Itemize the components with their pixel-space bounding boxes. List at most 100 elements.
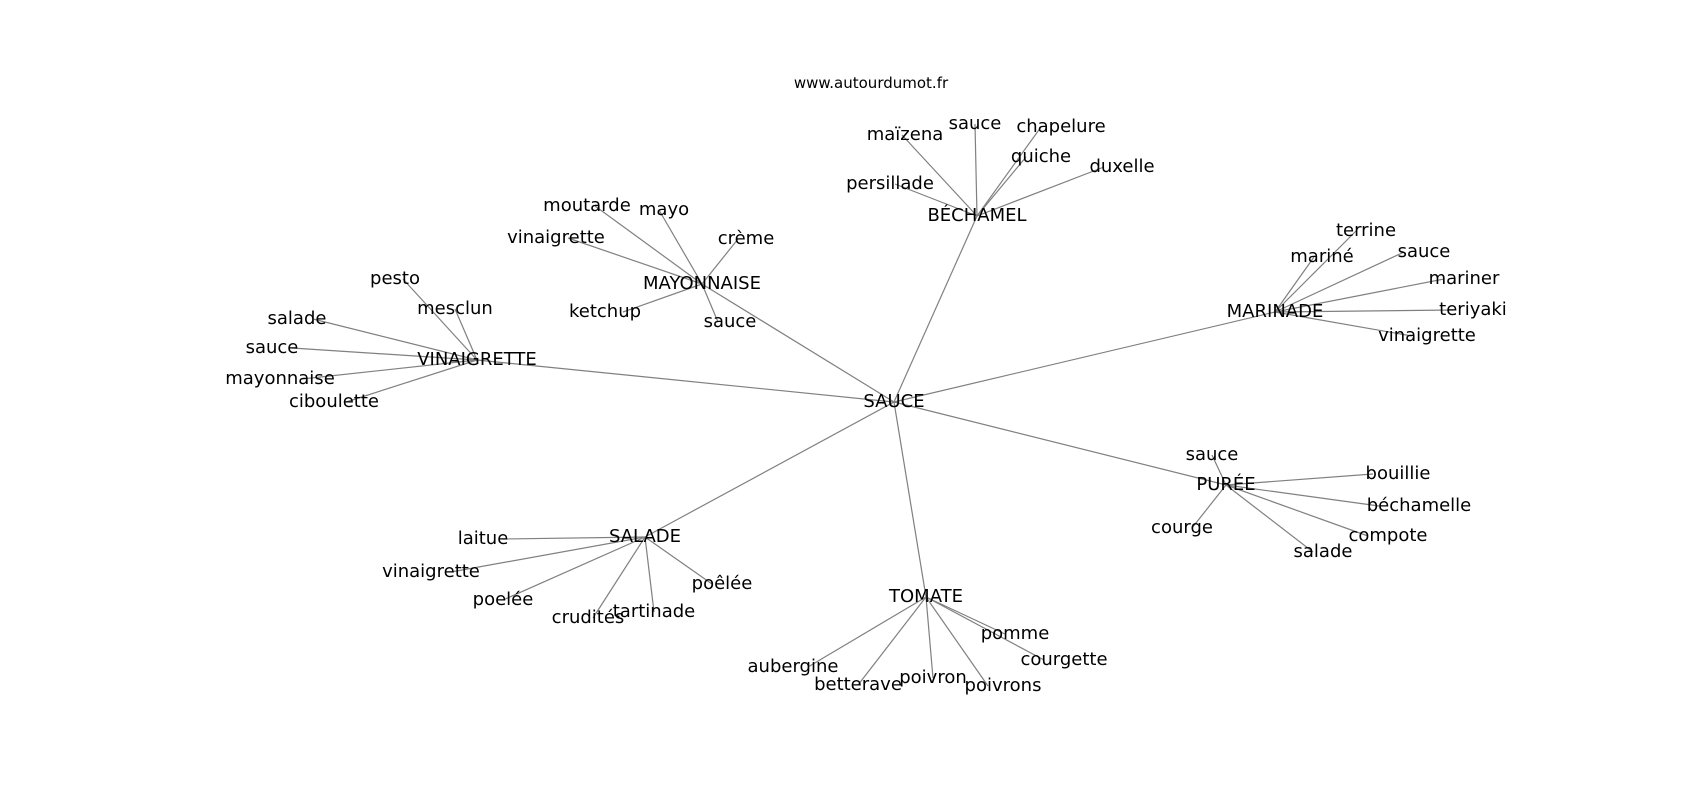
edge-mayonnaise-vinaigrette: [567, 237, 703, 285]
leaf-node-vinaigrette: vinaigrette: [1378, 325, 1476, 346]
edge-vinaigrette-mayonnaise: [301, 359, 478, 380]
leaf-node-duxelle: duxelle: [1089, 156, 1154, 177]
edge-puree-compote: [1225, 484, 1369, 537]
leaf-node-salade: salade: [1294, 541, 1353, 562]
edge-center-bechamel: [893, 215, 978, 403]
center-node: SAUCE: [863, 391, 924, 412]
leaf-node-creme: crème: [718, 228, 775, 249]
leaf-node-mayonnaise: mayonnaise: [225, 368, 335, 389]
leaf-node-mayo: mayo: [639, 199, 689, 220]
leaf-node-teriyaki: teriyaki: [1439, 299, 1507, 320]
edge-center-salade: [644, 401, 895, 538]
leaf-node-persillade: persillade: [846, 173, 934, 194]
leaf-node-sauce: sauce: [1398, 241, 1451, 262]
leaf-node-ketchup: ketchup: [569, 301, 641, 322]
edge-vinaigrette-mesclun: [454, 308, 478, 361]
leaf-node-sauce: sauce: [246, 337, 299, 358]
leaf-node-bechamelle: béchamelle: [1367, 495, 1472, 516]
edges-layer: [291, 123, 1454, 687]
edge-marinade-sauce: [1274, 251, 1405, 313]
leaf-node-vinaigrette: vinaigrette: [382, 561, 480, 582]
leaf-node-quiche: quiche: [1011, 146, 1071, 167]
edge-puree-bouillie: [1225, 473, 1374, 486]
leaf-node-courgette: courgette: [1020, 649, 1107, 670]
edge-salade-tartinade: [644, 536, 655, 613]
hub-node-marinade: MARINADE: [1227, 301, 1324, 322]
leaf-node-compote: compote: [1348, 525, 1427, 546]
leaf-node-moutarde: moutarde: [543, 195, 631, 216]
edge-vinaigrette-ciboulette: [345, 359, 478, 403]
hub-node-puree: PURÉE: [1196, 473, 1255, 495]
leaf-node-pomme: pomme: [981, 623, 1050, 644]
leaf-node-salade: salade: [268, 308, 327, 329]
leaf-node-laitue: laitue: [458, 528, 509, 549]
leaf-node-marine: mariné: [1290, 246, 1353, 267]
edge-mayonnaise-creme: [701, 238, 739, 285]
edge-salade-vinaigrette: [450, 536, 646, 573]
leaf-node-sauce: sauce: [704, 311, 757, 332]
leaf-node-mesclun: mesclun: [417, 298, 493, 319]
edge-center-mayonnaise: [701, 283, 895, 403]
hub-node-mayonnaise: MAYONNAISE: [643, 273, 761, 294]
edge-puree-bechamelle: [1225, 484, 1380, 507]
leaf-node-poelee: poêlée: [692, 573, 753, 594]
leaf-node-mariner: mariner: [1429, 268, 1500, 289]
edge-center-vinaigrette: [476, 359, 895, 403]
edge-salade-laitue: [502, 536, 646, 540]
edge-vinaigrette-salade: [312, 318, 478, 361]
leaf-node-pesto: pesto: [370, 268, 420, 289]
edge-marinade-mariner: [1274, 278, 1445, 313]
hub-node-vinaigrette: VINAIGRETTE: [417, 349, 537, 370]
edge-puree-courge: [1191, 484, 1227, 529]
edge-mayonnaise-moutarde: [594, 205, 703, 285]
edge-bechamel-persillade: [894, 183, 978, 217]
edge-mayonnaise-sauce: [701, 283, 719, 323]
edge-marinade-terrine: [1274, 230, 1357, 313]
leaf-node-sauce: sauce: [1186, 444, 1239, 465]
leaf-node-bouillie: bouillie: [1366, 463, 1431, 484]
leaf-node-vinaigrette: vinaigrette: [507, 227, 605, 248]
edge-tomate-betterave: [857, 596, 927, 686]
leaf-node-tartinade: tartinade: [613, 601, 696, 622]
edge-center-tomate: [893, 401, 927, 598]
edge-bechamel-sauce: [974, 123, 978, 217]
edge-bechamel-duxelle: [976, 166, 1105, 217]
edge-tomate-aubergine: [807, 596, 927, 668]
leaf-node-maizena: maïzena: [867, 124, 944, 145]
edge-puree-salade: [1225, 484, 1314, 553]
leaf-node-poivron: poivron: [899, 667, 967, 688]
edge-bechamel-chapelure: [976, 126, 1042, 217]
leaf-node-terrine: terrine: [1336, 220, 1396, 241]
edge-tomate-courgette: [925, 596, 1045, 661]
edge-mayonnaise-ketchup: [622, 283, 703, 313]
leaf-node-aubergine: aubergine: [748, 656, 839, 677]
edge-marinade-vinaigrette: [1274, 311, 1413, 337]
hub-node-salade: SALADE: [609, 526, 681, 547]
hub-node-tomate: TOMATE: [888, 586, 963, 607]
edge-tomate-poivron: [925, 596, 934, 679]
edge-tomate-pomme: [925, 596, 1006, 635]
edge-marinade-teriyaki: [1274, 309, 1454, 313]
leaf-node-crudites: crudités: [552, 607, 625, 628]
leaf-node-courge: courge: [1151, 517, 1213, 538]
edge-tomate-poivrons: [925, 596, 989, 687]
source-label: www.autourdumot.fr: [794, 74, 949, 92]
edge-vinaigrette-sauce: [291, 347, 478, 361]
edge-bechamel-maizena: [901, 134, 978, 217]
edge-bechamel-quiche: [976, 156, 1027, 217]
edge-salade-poelee: [644, 536, 713, 585]
leaf-node-chapelure: chapelure: [1016, 116, 1105, 137]
edge-salade-crudites: [592, 536, 646, 619]
leaf-node-poivrons: poivrons: [965, 675, 1042, 696]
leaf-node-sauce: sauce: [949, 113, 1002, 134]
edge-salade-poelee: [502, 536, 646, 601]
leaf-node-ciboulette: ciboulette: [289, 391, 379, 412]
hub-node-bechamel: BÉCHAMEL: [927, 204, 1026, 226]
leaf-node-poelee: poelée: [473, 589, 534, 610]
edge-center-marinade: [893, 311, 1276, 403]
edge-puree-sauce: [1211, 454, 1227, 486]
edge-marinade-marine: [1274, 256, 1315, 313]
leaf-node-betterave: betterave: [814, 674, 902, 695]
